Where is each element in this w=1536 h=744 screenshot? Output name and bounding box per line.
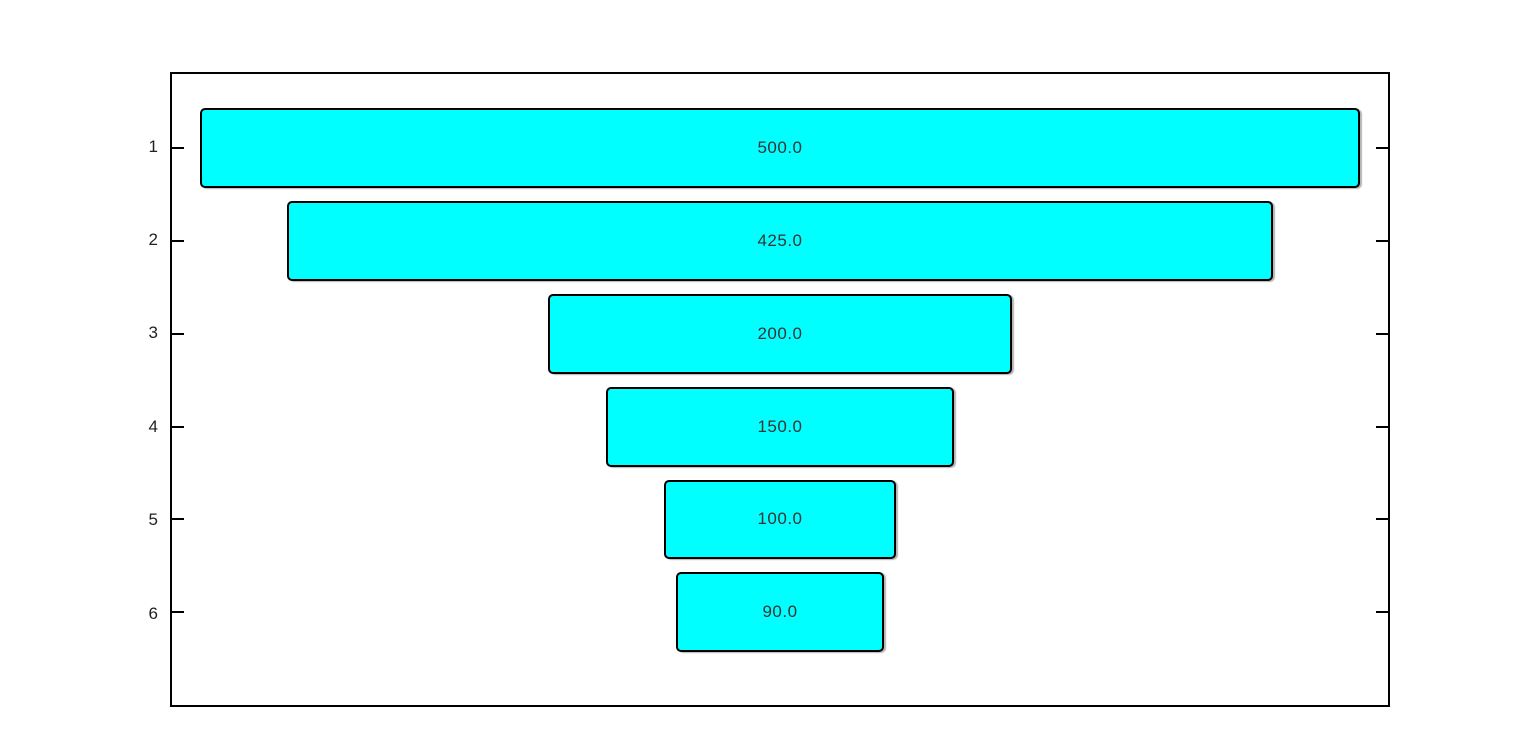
bar-value-label: 200.0 <box>757 323 803 343</box>
y-tick-right-3 <box>1376 332 1388 335</box>
funnel-bar-1: 500.0 <box>199 108 1361 189</box>
y-tick-left-5 <box>172 518 184 521</box>
funnel-bar-6: 90.0 <box>675 572 885 653</box>
funnel-bar-2: 425.0 <box>286 201 1274 281</box>
y-tick-label-5: 5 <box>148 510 158 530</box>
y-tick-right-2 <box>1376 240 1388 243</box>
y-tick-left-6 <box>172 611 184 614</box>
y-tick-right-1 <box>1376 147 1388 150</box>
funnel-bar-5: 100.0 <box>663 479 897 560</box>
bar-value-label: 90.0 <box>762 602 798 622</box>
bar-value-label: 500.0 <box>757 138 803 158</box>
y-tick-label-3: 3 <box>148 323 158 343</box>
funnel-bar-3: 200.0 <box>547 293 1013 374</box>
bar-value-label: 425.0 <box>757 231 803 251</box>
y-tick-right-4 <box>1376 425 1388 428</box>
y-tick-label-2: 2 <box>148 230 158 250</box>
y-tick-left-2 <box>172 240 184 243</box>
y-tick-label-6: 6 <box>148 603 158 623</box>
plot-area: 500.0 425.0 200.0 150.0 100.0 90.0 <box>170 72 1390 707</box>
y-tick-left-1 <box>172 147 184 150</box>
y-tick-right-6 <box>1376 611 1388 614</box>
y-tick-left-3 <box>172 332 184 335</box>
bar-value-label: 100.0 <box>757 509 803 529</box>
y-tick-label-4: 4 <box>148 416 158 436</box>
y-tick-right-5 <box>1376 518 1388 521</box>
bar-value-label: 150.0 <box>757 416 803 436</box>
y-tick-left-4 <box>172 425 184 428</box>
y-tick-label-1: 1 <box>148 136 158 156</box>
funnel-bar-4: 150.0 <box>605 386 955 467</box>
